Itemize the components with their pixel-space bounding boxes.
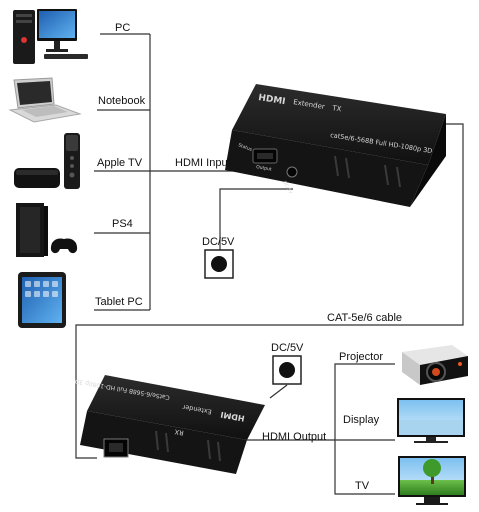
tx-status-port-label: Status (237, 142, 253, 153)
tablet-pc-icon (18, 272, 66, 328)
tx-power-label: DC/5V (202, 236, 235, 248)
cable-label: CAT-5e/6 cable (327, 312, 403, 324)
ps4-icon (16, 203, 78, 257)
notebook-label: Notebook (98, 95, 146, 107)
connection-lines (75, 33, 464, 495)
hdmi-input-label: HDMI Input (175, 157, 231, 169)
apple-tv-label: Apple TV (97, 157, 143, 169)
rx-power-label: DC/5V (271, 342, 304, 354)
rx-brand-label: HDMI (220, 410, 245, 423)
tv-label: TV (355, 480, 370, 492)
tx-power-jack-icon (204, 249, 234, 279)
display-label: Display (343, 414, 380, 426)
display-monitor-icon (397, 398, 465, 443)
apple-tv-icon (14, 133, 80, 189)
rx-power-jack-icon (272, 355, 302, 385)
tx-extender-unit: HDMI Extender TX cat5e/6-568B Full HD-10… (225, 84, 446, 207)
ps4-label: PS4 (112, 218, 133, 230)
notebook-icon (8, 77, 82, 123)
pc-label: PC (115, 22, 131, 34)
projector-icon (402, 345, 468, 385)
tx-output-port-label: Output (256, 164, 273, 173)
rx-extender-unit: HDMI Extender RX Cat5e/6-568B Full HD-10… (74, 375, 265, 474)
tablet-pc-label: Tablet PC (95, 296, 143, 308)
rx-role-label: RX (174, 427, 185, 437)
tv-icon (398, 456, 466, 505)
projector-label: Projector (339, 351, 384, 363)
pc-icon (13, 9, 88, 64)
tx-brand-label: HDMI (258, 93, 287, 107)
tx-role-label: TX (331, 104, 342, 114)
hdmi-output-label: HDMI Output (262, 431, 327, 443)
